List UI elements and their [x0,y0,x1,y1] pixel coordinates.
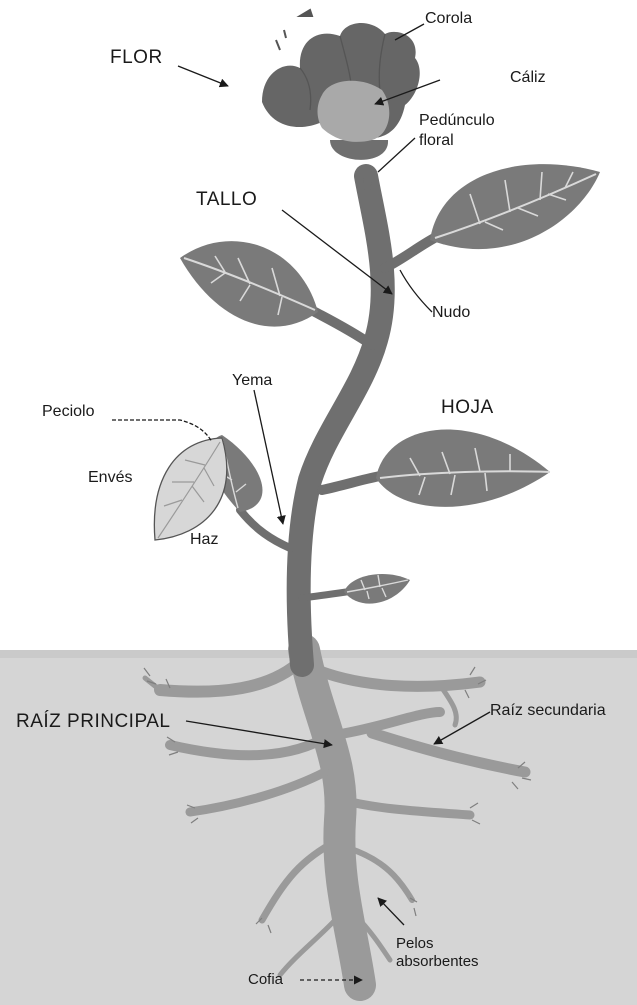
label-nudo: Nudo [432,305,470,321]
label-tallo: TALLO [196,190,257,209]
label-raiz-secundaria: Raíz secundaria [490,703,606,719]
label-corola: Corola [425,11,472,27]
flower [262,10,420,190]
calyx [318,81,390,142]
label-raiz-principal: RAÍZ PRINCIPAL [16,712,170,731]
label-haz: Haz [190,532,218,548]
peciolo-pointer [112,420,212,442]
leaf-upper-right [430,164,600,249]
leaf-upper-left [180,241,318,327]
label-pelos: Pelos [396,936,434,953]
label-caliz: Cáliz [510,70,546,86]
label-yema: Yema [232,373,272,389]
label-pedunculo: Pedúnculo [419,113,495,129]
leaf-hoja [376,429,550,506]
label-hoja: HOJA [441,398,494,417]
label-enves: Envés [88,470,132,486]
nudo-pointer [400,270,432,312]
label-flor: FLOR [110,48,163,67]
label-floral: floral [419,133,454,149]
receptacle [330,140,388,160]
yema-pointer [254,390,283,524]
label-absorbentes: absorbentes [396,954,479,971]
leaf-small [344,574,410,604]
pedicel [366,170,368,190]
label-peciolo: Peciolo [42,404,94,420]
flor-arrow [178,66,228,86]
label-cofia: Cofia [248,972,283,989]
